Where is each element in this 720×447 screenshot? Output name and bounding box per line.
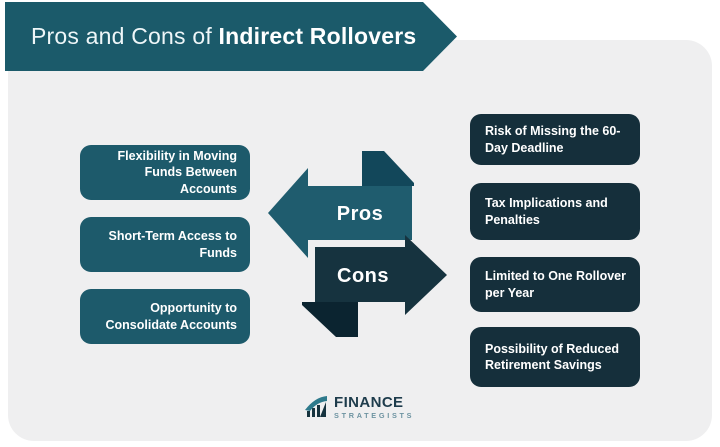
pros-label: Pros	[337, 203, 383, 225]
logo-wordmark: FINANCE STRATEGISTS	[334, 395, 414, 419]
logo-line1: FINANCE	[334, 393, 404, 411]
cons-item-box: Possibility of Reduced Retirement Saving…	[470, 327, 640, 387]
page-title-regular: Pros and Cons of	[31, 23, 219, 49]
pros-item-box: Flexibility in Moving Funds Between Acco…	[80, 145, 250, 200]
cons-arrow	[315, 235, 447, 315]
cons-item-label: Limited to One Rollover per Year	[485, 269, 626, 300]
bar-chart-swoosh-icon	[305, 396, 327, 417]
pros-item-box: Short-Term Access to Funds	[80, 217, 250, 272]
pros-item-label: Flexibility in Moving Funds Between Acco…	[117, 149, 237, 196]
pros-item-label: Opportunity to Consolidate Accounts	[105, 301, 238, 332]
header-banner: Pros and Cons of Indirect Rollovers	[5, 2, 457, 71]
logo-line2: STRATEGISTS	[334, 410, 415, 420]
pros-cons-arrows-graphic: Pros Cons	[268, 151, 447, 337]
cons-label: Cons	[337, 265, 389, 287]
pros-arrow-fold	[362, 151, 414, 186]
cons-item-box: Limited to One Rollover per Year	[470, 257, 640, 312]
pros-item-box: Opportunity to Consolidate Accounts	[80, 289, 250, 344]
cons-item-box: Tax Implications and Penalties	[470, 183, 640, 240]
cons-item-label: Possibility of Reduced Retirement Saving…	[485, 341, 620, 372]
page-title: Pros and Cons of Indirect Rollovers	[5, 23, 416, 50]
pros-arrow	[268, 168, 412, 258]
cons-arrow-fold	[302, 302, 358, 337]
cons-item-box: Risk of Missing the 60-Day Deadline	[470, 114, 640, 165]
page-title-bold: Indirect Rollovers	[218, 23, 417, 49]
finance-strategists-logo: FINANCE STRATEGISTS	[303, 394, 414, 420]
cons-item-label: Risk of Missing the 60-Day Deadline	[485, 124, 621, 155]
cons-item-label: Tax Implications and Penalties	[485, 196, 608, 227]
pros-item-label: Short-Term Access to Funds	[108, 229, 237, 260]
